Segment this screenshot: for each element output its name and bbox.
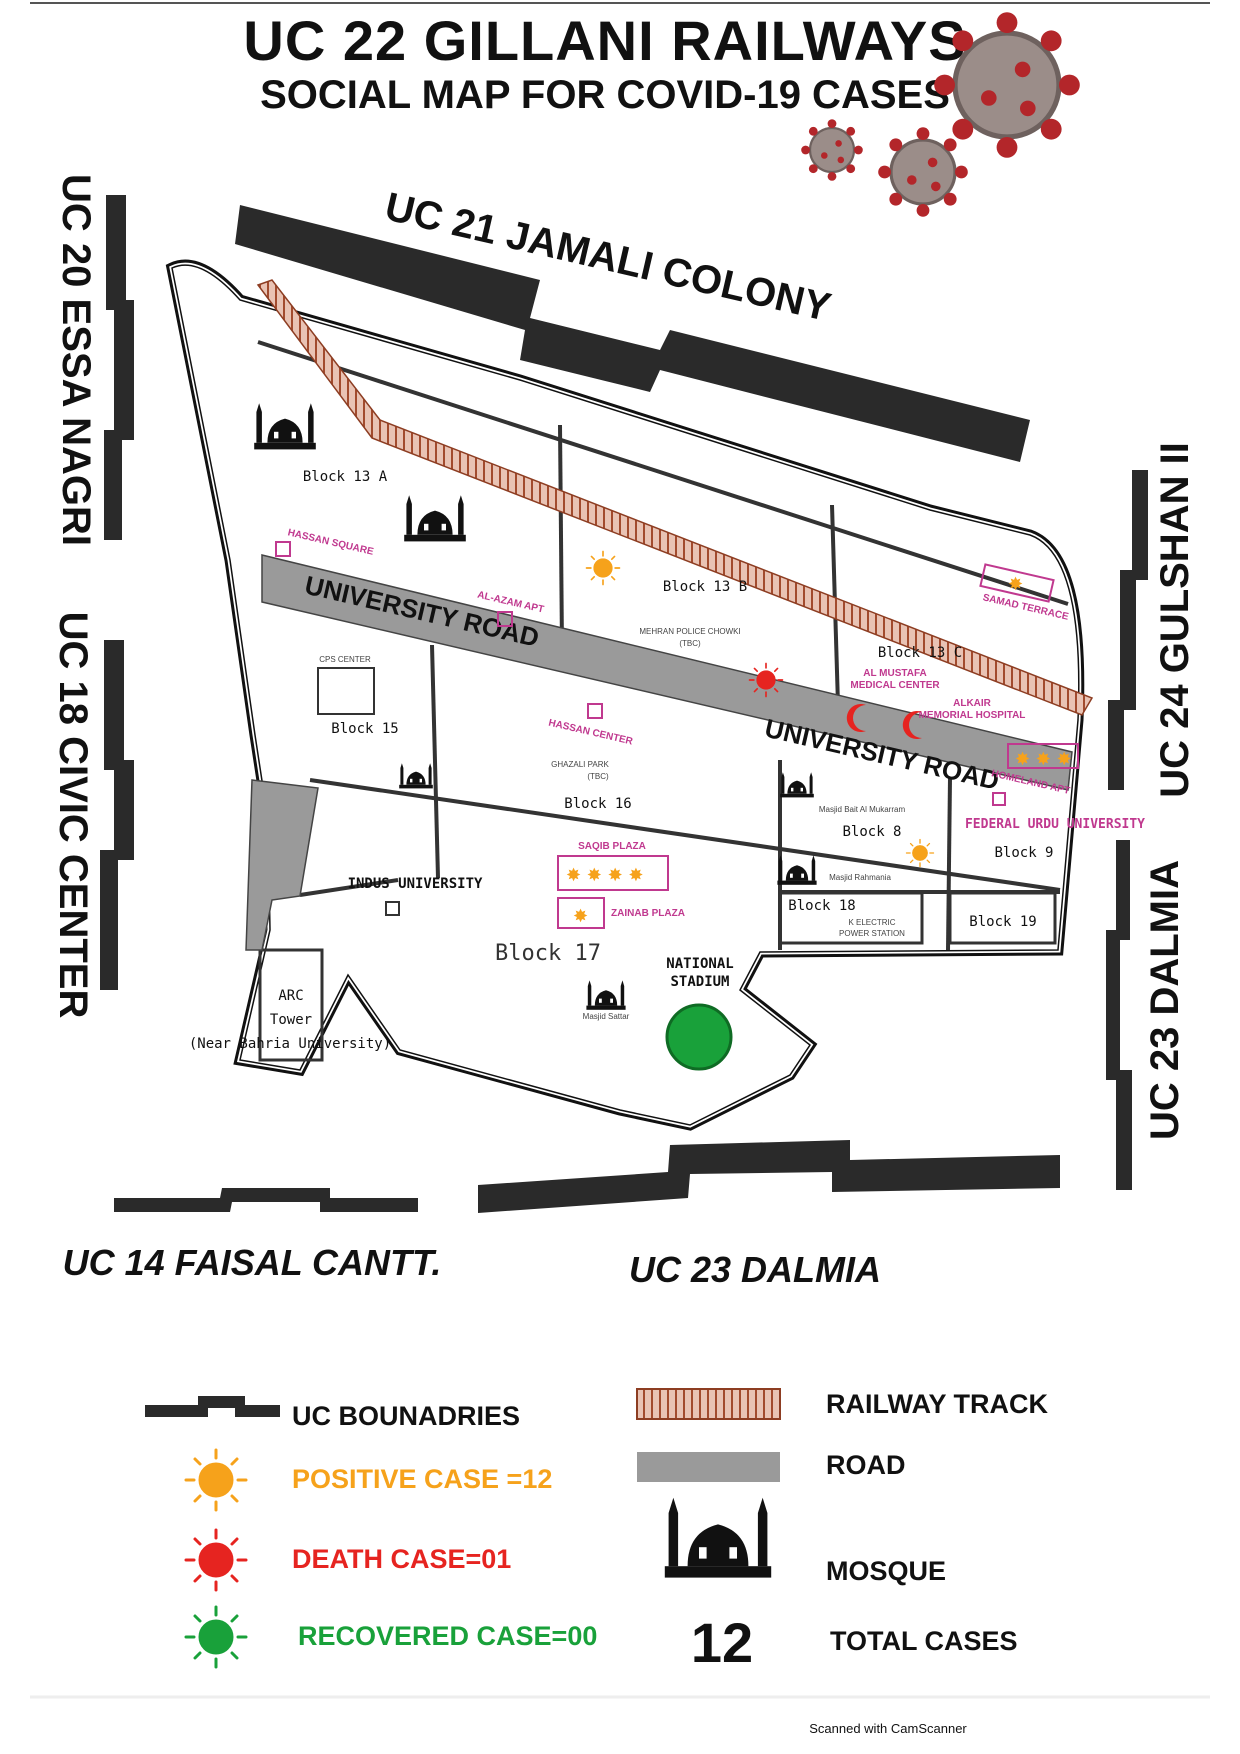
road <box>245 554 1073 951</box>
block-13a: Block 13 A <box>303 469 388 485</box>
place-masjid-sattar: Masjid Sattar <box>583 1012 630 1021</box>
block19-box <box>948 891 1057 945</box>
svg-text:✸: ✸ <box>573 906 588 927</box>
marker-indus-university <box>385 901 400 916</box>
place-saqib-plaza: SAQIB PLAZA <box>578 841 646 852</box>
marker-hassan-square <box>275 541 291 557</box>
camscanner-footer: Scanned with CamScanner <box>809 1721 967 1736</box>
map-subtitle: SOCIAL MAP FOR COVID-19 CASES <box>260 73 950 117</box>
place-indus-university: INDUS UNIVERSITY <box>348 876 483 892</box>
place-al-mustafa-1: AL MUSTAFA <box>863 668 927 679</box>
map-title: UC 22 GILLANI RAILWAYS <box>243 9 966 72</box>
place-cps-center: CPS CENTER <box>319 655 371 664</box>
place-mehran-police-2: (TBC) <box>679 639 701 648</box>
block-17: Block 17 <box>495 941 601 966</box>
place-ghazali-park-2: (TBC) <box>587 772 609 781</box>
block-13c: Block 13 C <box>878 645 962 661</box>
label-uc18: UC 18 CIVIC CENTER <box>51 612 95 1019</box>
hospital-crescent-icon <box>846 704 922 739</box>
arc-tower-box <box>258 948 324 1062</box>
block18-box <box>778 891 924 945</box>
marker-hassan-center <box>587 703 603 719</box>
legend-mosque: MOSQUE <box>826 1556 946 1586</box>
place-k-electric-2: POWER STATION <box>839 929 905 938</box>
legend-mosque-icon <box>664 1497 772 1578</box>
legend-recovered: RECOVERED CASE=00 <box>298 1621 597 1651</box>
saqib-plaza-box <box>557 855 669 891</box>
positive-case-marker <box>585 550 621 586</box>
legend-death-icon <box>184 1528 248 1592</box>
place-bahria: (Near Bahria University) <box>189 1036 391 1052</box>
place-k-electric-1: K ELECTRIC <box>848 918 895 927</box>
place-tower: Tower <box>270 1012 312 1028</box>
svg-text:✸ ✸ ✸: ✸ ✸ ✸ <box>1015 749 1072 770</box>
uc22-outline <box>165 259 1085 1131</box>
svg-text:✸ ✸ ✸ ✸: ✸ ✸ ✸ ✸ <box>566 865 644 886</box>
place-ghazali-park: GHAZALI PARK <box>551 760 609 769</box>
label-uc20: UC 20 ESSA NAGRI <box>54 174 98 546</box>
samad-terrace-box <box>979 563 1055 603</box>
legend-railway: RAILWAY TRACK <box>826 1389 1049 1419</box>
label-uc23-south: UC 23 DALMIA <box>629 1249 881 1290</box>
national-stadium-circle <box>665 1003 733 1071</box>
place-national-stadium-1: NATIONAL <box>666 956 733 972</box>
legend-recovered-icon <box>184 1605 248 1669</box>
label-uc23-east: UC 23 DALMIA <box>1143 860 1187 1140</box>
block-19: Block 19 <box>969 914 1036 930</box>
marker-federal-urdu-university <box>992 792 1006 806</box>
legend-uc-boundaries: UC BOUNADRIES <box>292 1401 520 1431</box>
legend-road-icon <box>637 1452 780 1482</box>
legend-positive: POSITIVE CASE =12 <box>292 1464 552 1494</box>
label-uc24: UC 24 GULSHAN II <box>1153 442 1197 798</box>
label-uc14: UC 14 FAISAL CANTT. <box>63 1242 442 1283</box>
legend: UC BOUNADRIES POSITIVE CASE =12 DEATH CA… <box>145 1388 1049 1674</box>
zainab-plaza-box <box>557 897 605 929</box>
place-al-mustafa-2: MEDICAL CENTER <box>850 680 940 691</box>
uc-boundaries <box>100 195 1148 1213</box>
positive-case-marker <box>905 838 935 868</box>
positive-case-stars: ✸ ✸ ✸ ✸ ✸ ✸ ✸ ✸ ✸ <box>566 574 1072 927</box>
marker-al-azam-apt <box>497 611 513 627</box>
place-mehran-police: MEHRAN POLICE CHOWKI <box>639 627 740 636</box>
block-15: Block 15 <box>331 721 398 737</box>
place-al-khair-1: ALKAIR <box>953 698 992 709</box>
place-zainab-plaza: ZAINAB PLAZA <box>611 908 685 919</box>
legend-railway-icon <box>636 1388 781 1420</box>
legend-total-number: 12 <box>691 1611 753 1674</box>
place-masjid-rahmania: Masjid Rahmania <box>829 873 891 882</box>
homeland-apt-box <box>1007 743 1079 769</box>
legend-total-label: TOTAL CASES <box>830 1626 1018 1656</box>
legend-road: ROAD <box>826 1450 906 1480</box>
place-arc: ARC <box>278 988 303 1004</box>
place-masjid-bait-al-mukarram: Masjid Bait Al Mukarram <box>819 805 906 814</box>
svg-text:✸: ✸ <box>1008 574 1023 595</box>
place-national-stadium-2: STADIUM <box>670 974 729 990</box>
block-16: Block 16 <box>564 796 631 812</box>
place-al-khair-2: MEMORIAL HOSPITAL <box>919 710 1026 721</box>
cps-center-box <box>317 667 375 715</box>
block-13b: Block 13 B <box>663 579 747 595</box>
legend-death: DEATH CASE=01 <box>292 1544 511 1574</box>
legend-boundary-icon <box>145 1396 280 1417</box>
death-case-marker <box>748 662 784 698</box>
legend-positive-icon <box>184 1448 248 1512</box>
block-9: Block 9 <box>994 845 1053 861</box>
block-18: Block 18 <box>788 898 855 914</box>
place-federal-urdu-university: FEDERAL URDU UNIVERSITY <box>965 817 1145 832</box>
railway-track <box>256 279 1094 716</box>
block-8: Block 8 <box>842 824 901 840</box>
